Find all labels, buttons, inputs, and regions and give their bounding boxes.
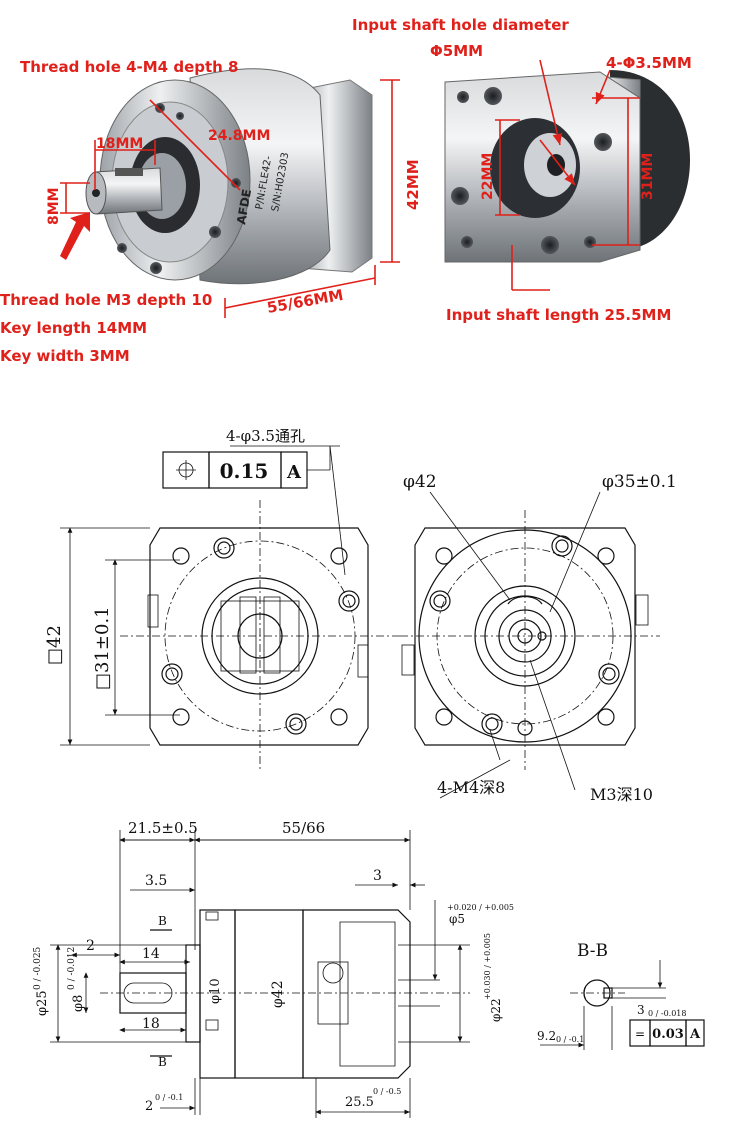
dim-42mm-label: 42MM: [404, 159, 422, 210]
photo-right-dimensions: [495, 59, 640, 291]
rear-m3-label: M3深10: [590, 785, 653, 804]
rear-view-drawing: φ42 φ35±0.1 4-M4深8 M3深10: [400, 472, 677, 804]
side-dim-25-5: 25.5: [345, 1095, 374, 1110]
side-dim-55-66: 55/66: [282, 819, 325, 837]
front-datum: A: [286, 462, 302, 483]
gearbox-brand: AFDE: [234, 188, 254, 226]
side-dia-10: φ10: [208, 978, 223, 1004]
section-datum: A: [689, 1027, 701, 1042]
side-dim-21-5: 21.5±0.5: [128, 819, 198, 837]
side-view-drawing: 21.5±0.5 55/66 3.5 3 B B: [33, 819, 514, 1118]
side-dia-25-tol: 0 / -0.025: [33, 946, 43, 990]
input-shaft-hole-label: Input shaft hole diameter: [352, 16, 569, 34]
section-dim-3-tol: 0 / -0.018: [648, 1009, 686, 1018]
svg-text:=: =: [635, 1027, 645, 1041]
side-dia-25: φ25: [35, 990, 50, 1016]
side-dia-5-tol: +0.020 / +0.005: [447, 903, 514, 912]
dim-8mm-label: 8MM: [46, 187, 62, 225]
shaft-pointer-arrow: [60, 212, 90, 260]
side-dim-3: 3: [373, 868, 382, 884]
phi3-5mm-holes-label: 4-Φ3.5MM: [606, 54, 692, 72]
front-square-42: □42: [44, 625, 65, 665]
side-dia-22-tol: +0.030 / +0.005: [483, 933, 492, 1000]
key-width-label: Key width 3MM: [0, 347, 130, 365]
side-dia-8: φ8: [71, 995, 86, 1012]
section-tolerance-value: 0.03: [652, 1027, 684, 1042]
phi5mm-label: Φ5MM: [430, 42, 483, 60]
side-dia-8-tol: 0 / -0.012: [67, 947, 77, 990]
side-dia-42: φ42: [270, 980, 286, 1008]
front-square-31: □31±0.1: [92, 606, 113, 690]
dim-31mm-label: 31MM: [640, 153, 656, 200]
side-dim-2: 2: [86, 938, 95, 954]
section-mark-bottom: B: [158, 1055, 167, 1069]
rear-m4-label: 4-M4深8: [437, 778, 505, 797]
side-dia-5: φ5: [449, 912, 465, 926]
dim-18mm-label: 18MM: [96, 136, 143, 152]
dim-55-66mm-label: 55/66MM: [266, 286, 345, 317]
side-dim-18: 18: [142, 1016, 160, 1032]
side-dim-14: 14: [142, 946, 160, 962]
thread-hole-m4-label: Thread hole 4-M4 depth 8: [20, 58, 239, 76]
side-dim-2-bottom-tol: 0 / -0.1: [155, 1093, 183, 1102]
section-dim-3: 3: [637, 1003, 645, 1017]
side-dim-2-bottom: 2: [145, 1099, 153, 1114]
side-dim-3-5: 3.5: [145, 873, 167, 889]
side-dim-25-5-tol: 0 / -0.5: [373, 1087, 401, 1096]
rear-dia-42: φ42: [403, 472, 437, 492]
section-mark-top: B: [158, 914, 167, 928]
key-length-label: Key length 14MM: [0, 319, 147, 337]
input-shaft-length-label: Input shaft length 25.5MM: [446, 306, 671, 324]
front-view-drawing: 0.15 A 4-φ3.5通孔 □42 □31±0.1: [44, 427, 400, 770]
section-bb-drawing: B-B 3 0 / -0.018 9.2 0 / -0.1 = 0.03 A: [537, 941, 705, 1050]
dim-24-8mm-label: 24.8MM: [208, 128, 270, 144]
thread-hole-m3-label: Thread hole M3 depth 10: [0, 291, 212, 309]
section-bb-title: B-B: [577, 941, 608, 961]
section-dim-9-2-tol: 0 / -0.1: [556, 1035, 584, 1044]
rear-dia-35: φ35±0.1: [602, 472, 677, 492]
side-dia-22: φ22: [489, 998, 503, 1022]
section-dim-9-2: 9.2: [537, 1029, 556, 1043]
gearbox-photo-left: AFDE P/N:FLE42- S/N:H02303: [85, 68, 373, 285]
dim-22mm-label: 22MM: [480, 153, 496, 200]
front-tolerance-value: 0.15: [220, 459, 269, 483]
photo-left-dimensions: [60, 79, 400, 318]
front-holes-label: 4-φ3.5通孔: [226, 427, 305, 445]
gearbox-photo-right: [444, 70, 690, 263]
